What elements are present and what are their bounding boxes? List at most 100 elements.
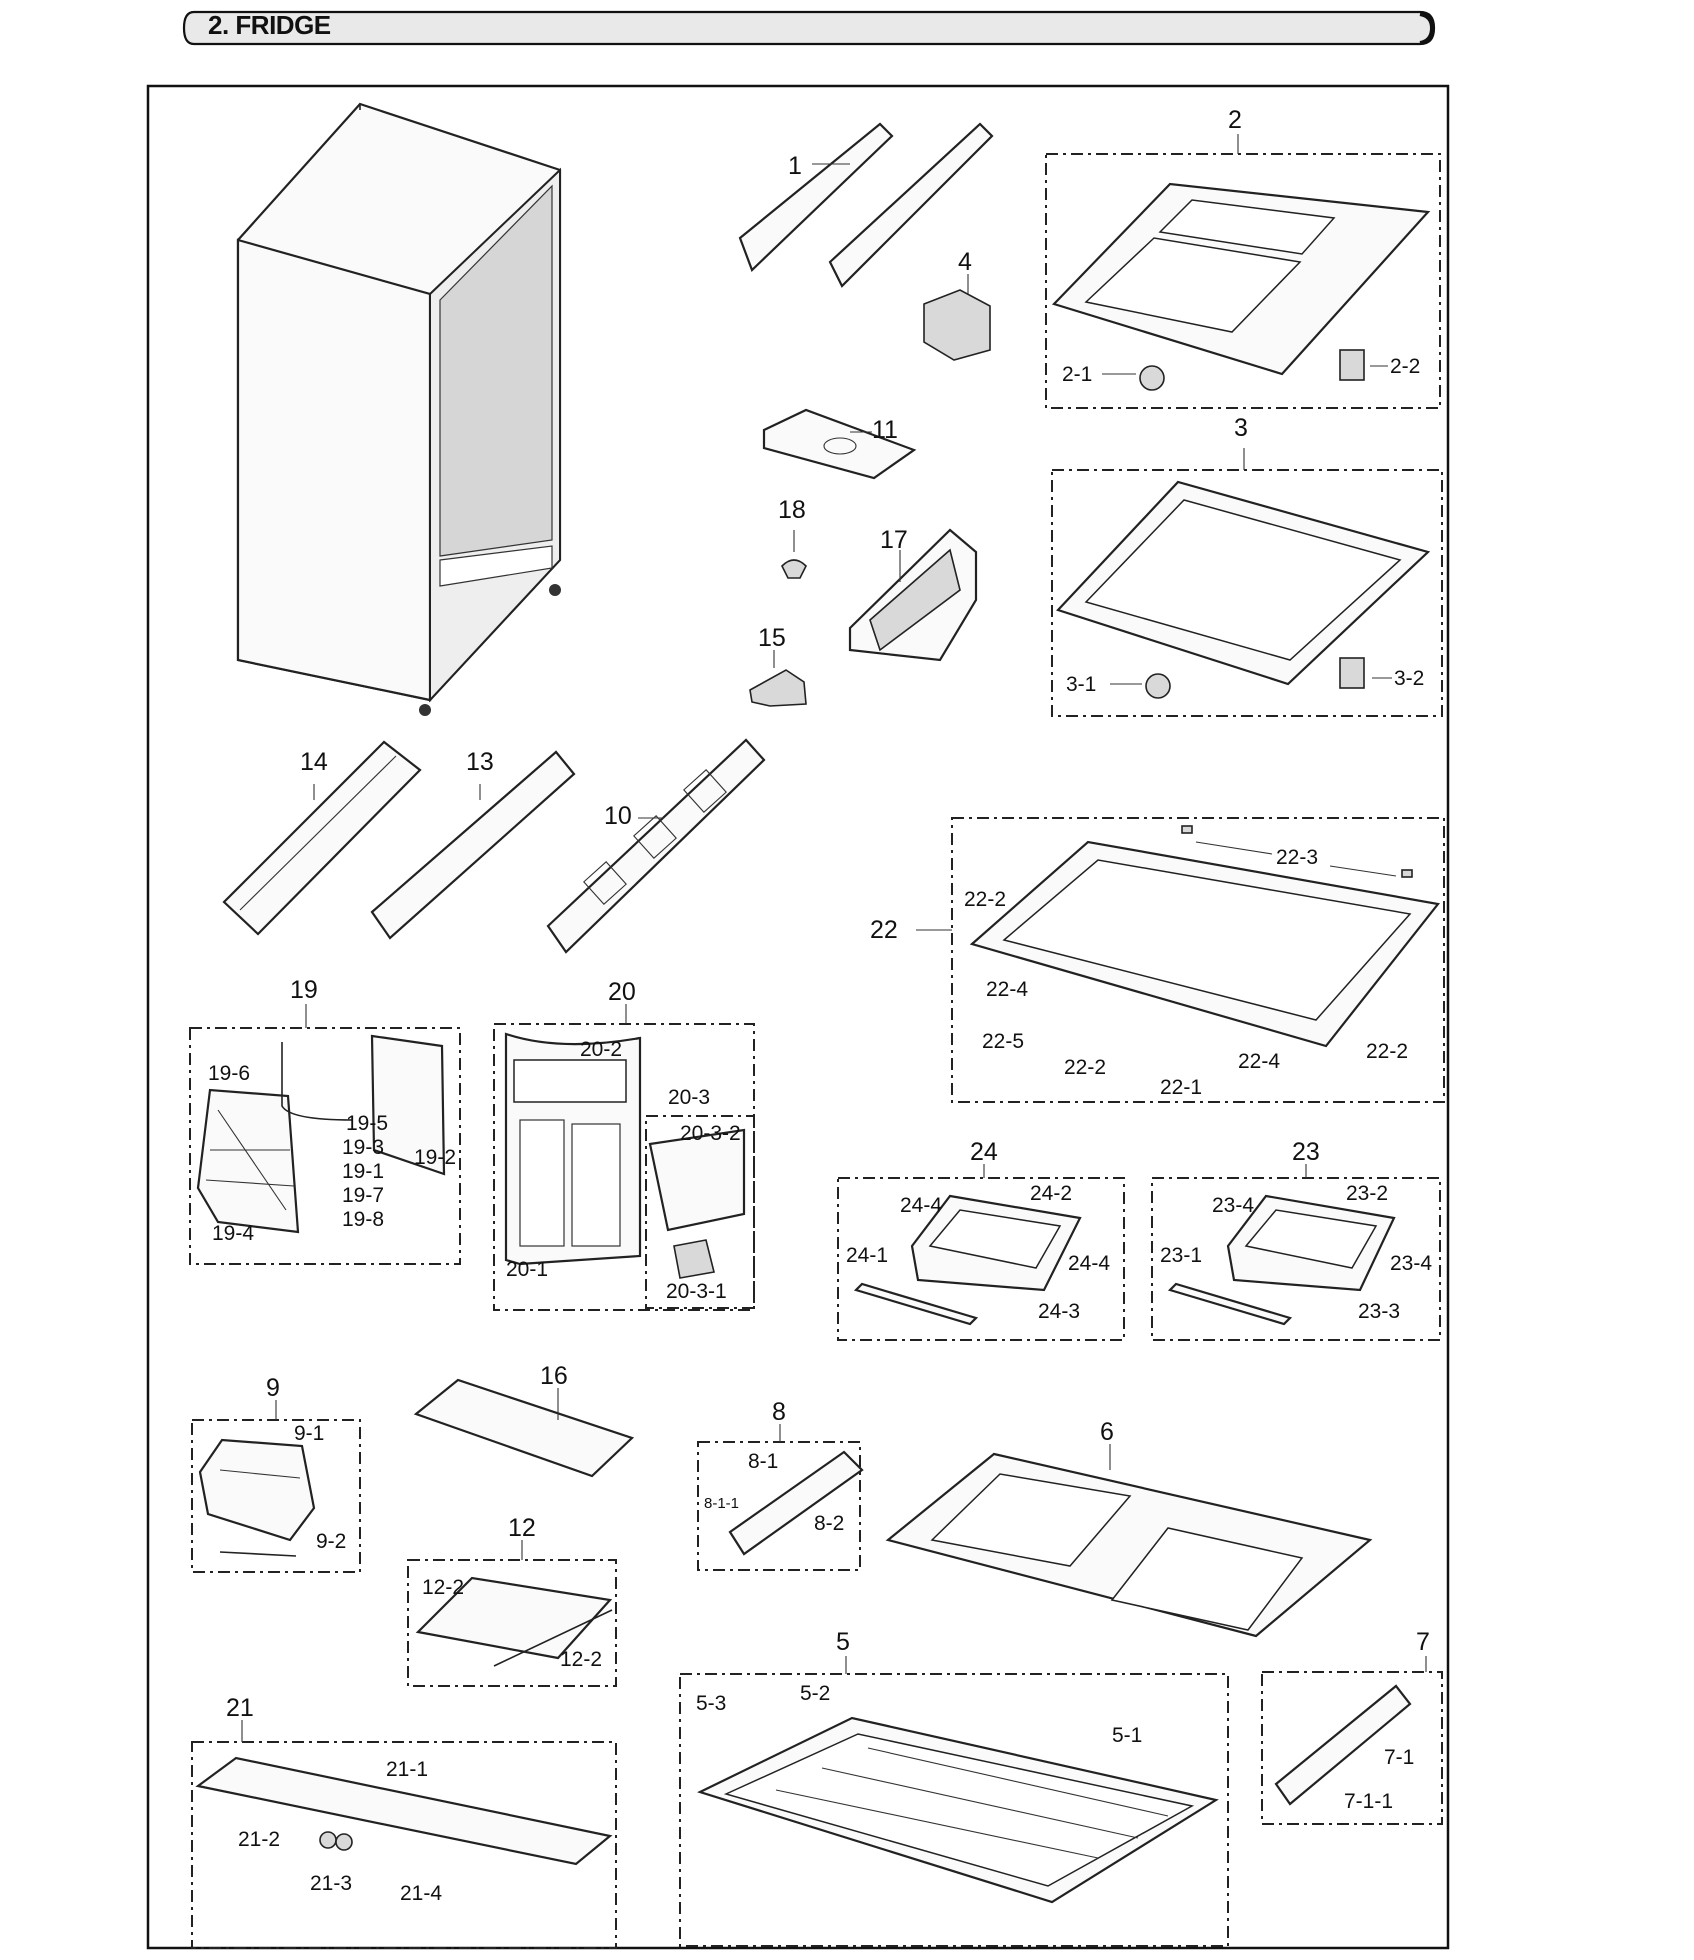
label-22-1: 22-1 [1160,1076,1202,1099]
box-part-3 [1051,469,1443,717]
label-23-4-left: 23-4 [1212,1194,1254,1217]
label-24-2: 24-2 [1030,1182,1072,1205]
part-15-bracket [749,669,807,707]
box-part-22 [951,817,1445,1103]
fridge-cabinet-illustration [236,102,562,716]
label-19-2: 19-2 [414,1146,456,1169]
part-12-tray [415,1576,613,1667]
label-4: 4 [958,248,972,276]
part-2-shelf [1051,182,1431,391]
label-24-4-right: 24-4 [1068,1252,1110,1275]
label-9-2: 9-2 [316,1530,346,1553]
label-19-1: 19-1 [342,1160,384,1183]
box-part-19 [189,1027,461,1265]
label-2-1: 2-1 [1062,363,1092,386]
part-13-rail [370,750,576,940]
label-20-1: 20-1 [506,1258,548,1281]
label-19: 19 [290,976,318,1004]
label-23-1: 23-1 [1160,1244,1202,1267]
label-8: 8 [772,1398,786,1426]
part-6-shelf [885,1452,1373,1638]
label-24: 24 [970,1138,998,1166]
label-22-3: 22-3 [1276,846,1318,869]
label-7-1-1: 7-1-1 [1344,1790,1393,1813]
label-21-1: 21-1 [386,1758,428,1781]
section-header-banner [182,10,1436,46]
label-8-2: 8-2 [814,1512,844,1535]
label-19-7: 19-7 [342,1184,384,1207]
label-23: 23 [1292,1138,1320,1166]
label-20-3-2: 20-3-2 [680,1122,741,1145]
label-13: 13 [466,748,494,776]
part-21-strip [195,1756,613,1866]
label-22-4-left: 22-4 [986,978,1028,1001]
label-22: 22 [870,916,898,944]
label-19-3: 19-3 [342,1136,384,1159]
label-6: 6 [1100,1418,1114,1446]
label-18: 18 [778,496,806,524]
part-4-switch [923,289,991,361]
part-8-rail [728,1450,864,1556]
label-19-4: 19-4 [212,1222,254,1245]
label-2-2: 2-2 [1390,355,1420,378]
part-18-clip [781,559,807,579]
label-7: 7 [1416,1628,1430,1656]
label-5: 5 [836,1628,850,1656]
label-20-2: 20-2 [580,1038,622,1061]
label-5-3: 5-3 [696,1692,726,1715]
label-1: 1 [788,152,802,180]
label-23-4-right: 23-4 [1390,1252,1432,1275]
label-24-4-left: 24-4 [900,1194,942,1217]
label-22-5: 22-5 [982,1030,1024,1053]
part-20-3-module [648,1128,746,1279]
label-22-2-mid: 22-2 [1064,1056,1106,1079]
label-22-2-right: 22-2 [1366,1040,1408,1063]
label-20-3-1: 20-3-1 [666,1280,727,1303]
label-5-2: 5-2 [800,1682,830,1705]
label-22-2-left: 22-2 [964,888,1006,911]
part-24-drawer [853,1194,1082,1326]
label-21-2: 21-2 [238,1828,280,1851]
label-10: 10 [604,802,632,830]
label-20-3: 20-3 [668,1086,710,1109]
box-part-21 [191,1741,617,1949]
label-9-1: 9-1 [294,1422,324,1445]
box-part-24 [837,1177,1125,1341]
box-part-20-3 [645,1115,755,1309]
part-7-rail [1274,1684,1412,1806]
label-12-2-top: 12-2 [422,1576,464,1599]
label-3-2: 3-2 [1394,667,1424,690]
part-1-rails [738,122,994,288]
box-part-8 [697,1441,861,1571]
label-22-4-right: 22-4 [1238,1050,1280,1073]
part-3-shelf [1056,480,1431,699]
box-part-23 [1151,1177,1441,1341]
label-24-1: 24-1 [846,1244,888,1267]
label-24-3: 24-3 [1038,1300,1080,1323]
part-9-module [198,1438,316,1557]
label-2: 2 [1228,106,1242,134]
part-16-cover [413,1378,635,1478]
part-5-tray [697,1716,1219,1904]
label-21-3: 21-3 [310,1872,352,1895]
diagram-frame [146,84,1450,1950]
section-title: 2. FRIDGE [208,10,331,40]
part-20-panel [504,1032,642,1266]
label-17: 17 [880,526,908,554]
part-11-cover [762,408,917,480]
label-7-1: 7-1 [1384,1746,1414,1769]
label-23-3: 23-3 [1358,1300,1400,1323]
part-17-control-box [848,528,978,662]
box-part-2 [1045,153,1441,409]
label-15: 15 [758,624,786,652]
label-3: 3 [1234,414,1248,442]
label-5-1: 5-1 [1112,1724,1142,1747]
label-20: 20 [608,978,636,1006]
label-8-1-1: 8-1-1 [704,1495,739,1512]
box-part-7 [1261,1671,1443,1825]
box-part-5 [679,1673,1229,1947]
part-23-drawer [1167,1194,1396,1326]
label-19-5: 19-5 [346,1112,388,1135]
part-14-rail [222,740,422,936]
